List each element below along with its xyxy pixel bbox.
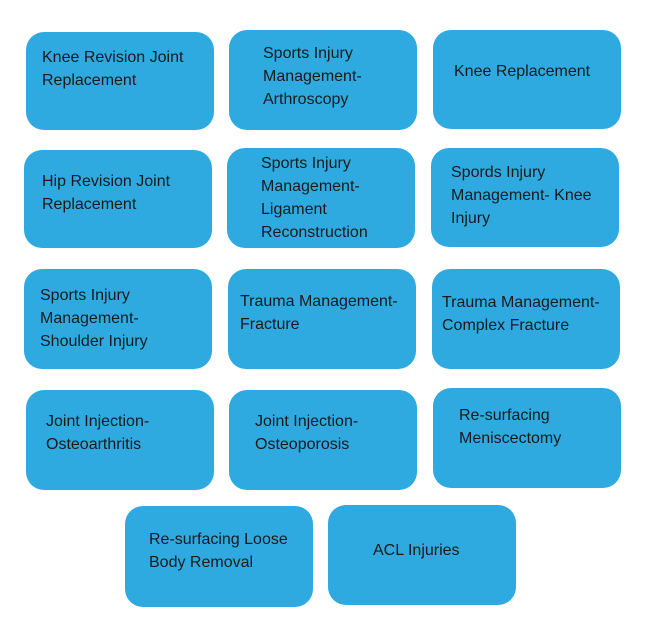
tile-label: Knee Replacement: [454, 63, 591, 80]
tile-trauma-fracture: Trauma Management- Fracture: [228, 269, 416, 369]
tile-label: Re-surfacing Meniscectomy: [459, 407, 562, 447]
tile-label: Knee Revision Joint Replacement: [42, 49, 184, 89]
tile-label: Joint Injection- Osteoarthritis: [46, 413, 150, 453]
tile-sports-injury-ligament-reconstruction: Sports Injury Management- Ligament Recon…: [227, 148, 415, 248]
tile-label: Trauma Management- Fracture: [240, 293, 398, 333]
tile-sports-injury-arthroscopy: Sports Injury Management- Arthroscopy: [229, 30, 417, 130]
tile-resurfacing-meniscectomy: Re-surfacing Meniscectomy: [433, 388, 621, 488]
tile-label: Sports Injury Management- Arthroscopy: [263, 45, 362, 108]
tile-hip-revision-joint-replacement: Hip Revision Joint Replacement: [24, 150, 212, 248]
tile-trauma-complex-fracture: Trauma Management- Complex Fracture: [432, 269, 620, 369]
tile-label: Joint Injection- Osteoporosis: [255, 413, 359, 453]
tile-knee-replacement: Knee Replacement: [433, 30, 621, 129]
tile-label: ACL Injuries: [373, 542, 460, 559]
tile-knee-revision-joint-replacement: Knee Revision Joint Replacement: [26, 32, 214, 130]
tile-label: Re-surfacing Loose Body Removal: [149, 531, 288, 571]
tile-label: Hip Revision Joint Replacement: [42, 173, 171, 213]
tile-label: Sports Injury Management- Shoulder Injur…: [40, 287, 148, 350]
tile-label: Trauma Management- Complex Fracture: [442, 294, 600, 334]
tile-joint-injection-osteoarthritis: Joint Injection- Osteoarthritis: [26, 390, 214, 490]
tile-acl-injuries: ACL Injuries: [328, 505, 516, 605]
tile-joint-injection-osteoporosis: Joint Injection- Osteoporosis: [229, 390, 417, 490]
tile-resurfacing-loose-body-removal: Re-surfacing Loose Body Removal: [125, 506, 313, 607]
tile-label: Sports Injury Management- Ligament Recon…: [261, 155, 368, 241]
tile-label: Spords Injury Management- Knee Injury: [451, 164, 592, 227]
tile-sports-injury-shoulder-injury: Sports Injury Management- Shoulder Injur…: [24, 269, 212, 369]
tile-sports-injury-knee-injury: Spords Injury Management- Knee Injury: [431, 148, 619, 247]
